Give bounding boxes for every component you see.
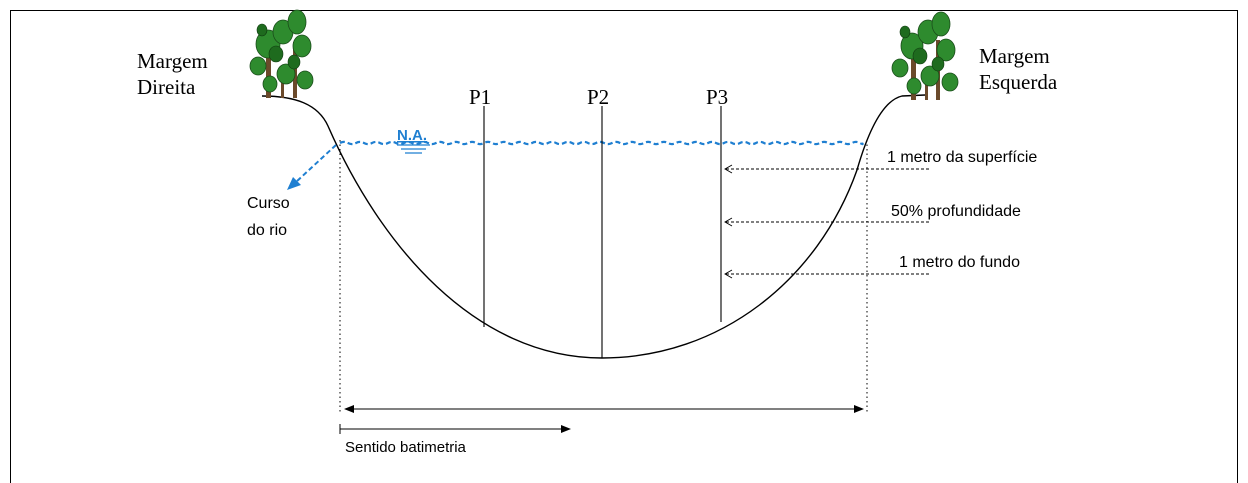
vertical-label-p2: P2	[587, 85, 609, 109]
depth-label-middle: 50% profundidade	[891, 203, 1021, 220]
depth-pointer-bottom	[724, 269, 930, 279]
depth-pointer-surface	[724, 164, 930, 174]
flow-arrow	[287, 144, 337, 190]
water-surface-line	[339, 140, 864, 146]
bathymetry-direction-arrow	[339, 424, 571, 434]
left-bank-label-line2: Esquerda	[979, 70, 1058, 94]
river-bed-profile	[261, 94, 926, 359]
tree-cluster-right-bank-icon	[249, 9, 314, 98]
vertical-label-p1: P1	[469, 85, 491, 109]
tree-cluster-left-bank-icon	[891, 11, 959, 100]
flow-arrow-head-icon	[287, 177, 301, 190]
right-bank-label-line1: Margem	[137, 49, 208, 73]
width-span-arrow	[344, 405, 864, 413]
water-level-label: N.A.	[397, 127, 427, 144]
depth-label-surface: 1 metro da superfície	[887, 149, 1037, 166]
depth-label-bottom: 1 metro do fundo	[899, 254, 1020, 271]
left-bank-label-line1: Margem	[979, 44, 1050, 68]
flow-label-line1: Curso	[247, 195, 290, 212]
bathymetry-direction-label: Sentido batimetria	[345, 439, 467, 456]
water-level-symbol: N.A.	[397, 127, 430, 154]
flow-label-line2: do rio	[247, 222, 287, 239]
right-bank-label-line2: Direita	[137, 75, 196, 99]
diagram-border	[10, 10, 1238, 483]
vertical-label-p3: P3	[706, 85, 728, 109]
depth-pointer-middle	[724, 217, 930, 227]
